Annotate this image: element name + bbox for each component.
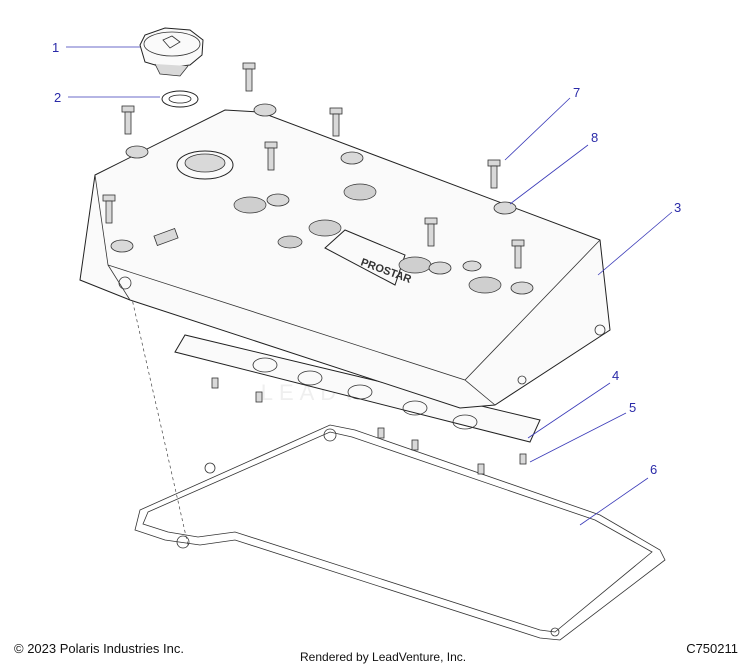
- part-6-cover-gasket: [134, 424, 666, 641]
- callout-3: 3: [674, 200, 681, 215]
- callout-5: 5: [629, 400, 636, 415]
- callout-1: 1: [52, 40, 59, 55]
- stud: [211, 377, 219, 389]
- callout-2: 2: [54, 90, 61, 105]
- grommet: [510, 281, 534, 295]
- stud: [519, 453, 527, 465]
- part-3-valve-cover: PROSTAR: [79, 109, 611, 409]
- bolt: [242, 62, 256, 92]
- part-2-o-ring: [161, 90, 199, 108]
- leader-lines: [66, 46, 673, 526]
- copyright-text: © 2023 Polaris Industries Inc.: [14, 641, 184, 656]
- bolt: [264, 141, 278, 171]
- part-1-oil-filler-cap: [139, 27, 204, 77]
- grommet: [125, 145, 149, 159]
- bolt: [102, 194, 116, 224]
- alignment-line: [129, 289, 189, 546]
- bolt: [511, 239, 525, 269]
- grommet: [266, 193, 290, 207]
- rendered-by-text: Rendered by LeadVenture, Inc.: [300, 650, 467, 664]
- diagram-code: C750211: [686, 641, 738, 656]
- part-4-gasket: [174, 334, 541, 443]
- grommet: [110, 239, 134, 253]
- callout-8: 8: [591, 130, 598, 145]
- grommet: [340, 151, 364, 165]
- bolt: [121, 105, 135, 135]
- callout-7: 7: [573, 85, 580, 100]
- callout-6: 6: [650, 462, 657, 477]
- part-8-grommets: [110, 103, 534, 295]
- grommet: [428, 261, 452, 275]
- callout-4: 4: [612, 368, 619, 383]
- bolt: [487, 159, 501, 189]
- grommet: [253, 103, 277, 117]
- part-5-studs: [211, 377, 527, 475]
- bolt: [329, 107, 343, 137]
- grommet: [462, 260, 482, 272]
- part-7-bolts: [102, 62, 525, 269]
- stud: [477, 463, 485, 475]
- callout-labels: 1 2 3 4 5 6 7 8: [52, 40, 681, 477]
- bolt: [424, 217, 438, 247]
- grommet: [493, 201, 517, 215]
- stud: [255, 391, 263, 403]
- stud: [411, 439, 419, 451]
- stud: [377, 427, 385, 439]
